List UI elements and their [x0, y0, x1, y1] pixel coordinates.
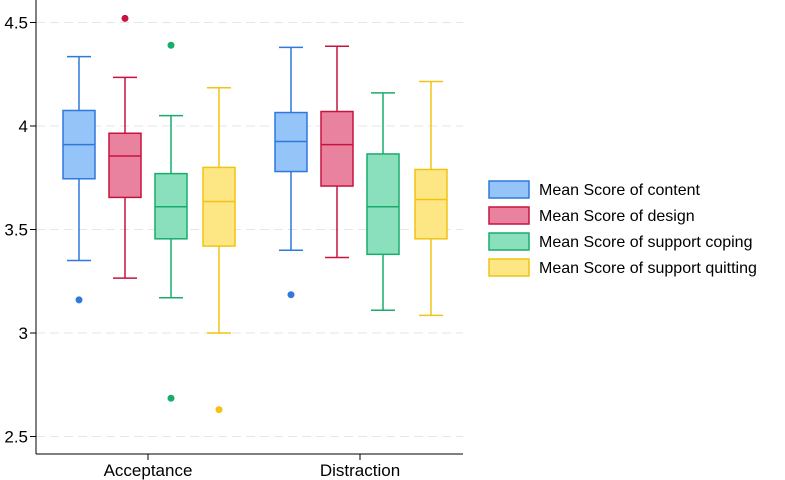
legend-swatch: [488, 180, 530, 199]
box-iqr: [320, 110, 354, 187]
legend-swatch: [488, 258, 530, 277]
y-tick-label: 4: [19, 117, 28, 136]
box-2-1: [366, 92, 400, 311]
box-1-1: [320, 45, 354, 259]
outlier-point: [121, 14, 129, 22]
axes: [35, 0, 463, 455]
y-tick-label: 3: [19, 324, 28, 343]
boxes: [62, 14, 448, 414]
outlier-point: [167, 394, 175, 402]
outlier-point: [167, 41, 175, 49]
legend-label: Mean Score of content: [539, 182, 701, 199]
box-iqr: [366, 153, 400, 256]
gridlines: [36, 22, 463, 437]
y-tick-label: 3.5: [4, 221, 28, 240]
legend-label: Mean Score of support quitting: [539, 260, 757, 277]
outlier-point: [215, 406, 223, 414]
legend-label: Mean Score of design: [539, 208, 695, 225]
box-3-0: [202, 86, 236, 414]
y-tick-label: 2.5: [4, 428, 28, 447]
box-0-0: [62, 55, 96, 304]
x-tick-label: Distraction: [320, 461, 400, 480]
box-1-0: [108, 14, 142, 279]
y-tick-label: 4.5: [4, 14, 28, 33]
box-3-1: [414, 80, 448, 317]
box-iqr: [414, 168, 448, 240]
x-tick-label: Acceptance: [104, 461, 193, 480]
legend-swatch: [488, 206, 530, 225]
legend-label: Mean Score of support coping: [539, 234, 752, 251]
y-axis-ticks: 2.5 3 3.5 4 4.5: [4, 14, 36, 447]
box-0-1: [274, 46, 308, 299]
outlier-point: [75, 296, 83, 304]
box-2-0: [154, 41, 188, 402]
outlier-point: [287, 291, 295, 299]
box-iqr: [202, 166, 236, 247]
legend-swatch: [488, 232, 530, 251]
x-axis-ticks: Acceptance Distraction: [104, 454, 400, 480]
box-iqr: [108, 132, 142, 199]
